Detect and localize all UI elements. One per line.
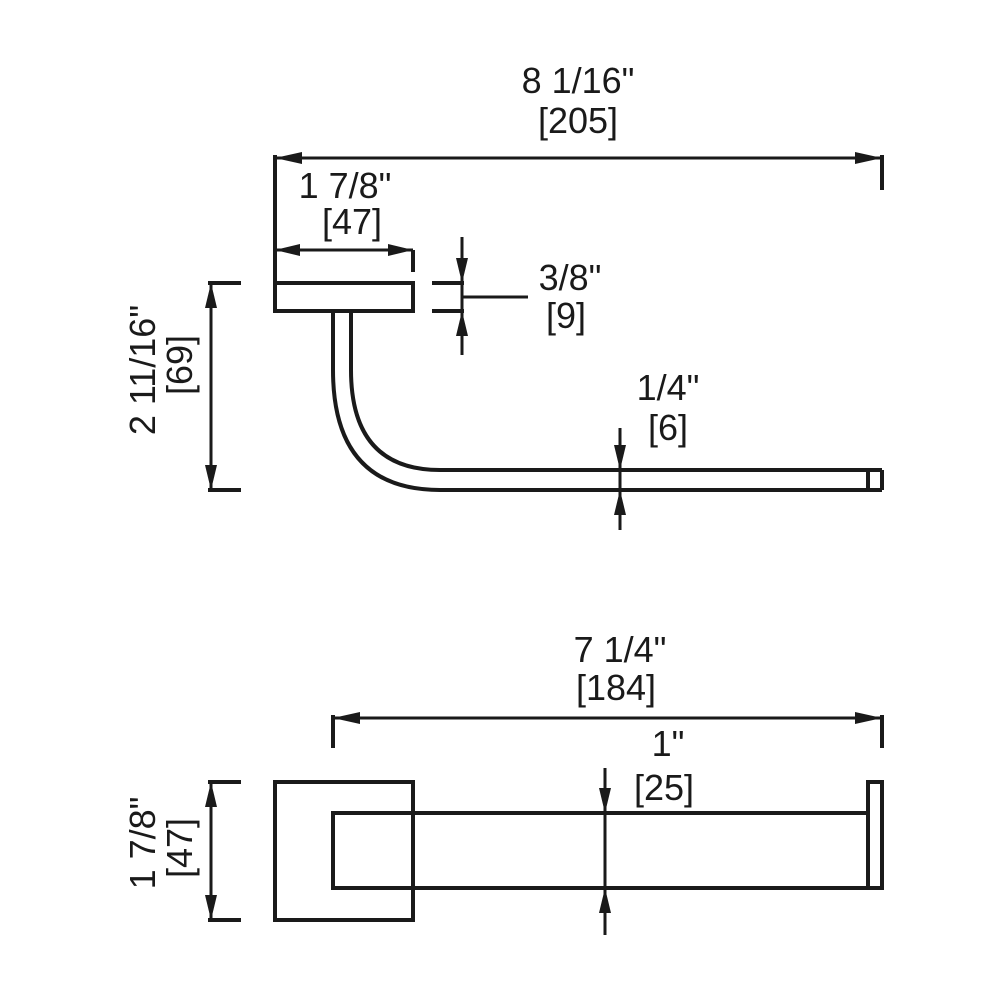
plate-thickness-metric: [9]	[546, 295, 586, 336]
plate-length-imperial: 1 7/8"	[299, 165, 392, 206]
arm-width-arrow-top	[599, 788, 611, 813]
plate-thickness-arrow-bottom	[456, 311, 468, 336]
bar-thickness-arrow-top	[614, 445, 626, 470]
overall-length-metric: [205]	[538, 100, 618, 141]
bar-thickness-metric: [6]	[648, 407, 688, 448]
arm-length-arrow-right	[855, 712, 882, 724]
overall-height-metric: [69]	[159, 335, 200, 395]
overall-length-arrow-right	[855, 152, 882, 164]
side-bar-outer	[331, 311, 882, 492]
plate-length-metric: [47]	[322, 201, 382, 242]
bar-thickness-arrow-bottom	[614, 490, 626, 515]
arm-width-imperial: 1"	[652, 723, 685, 764]
plate-width-metric: [47]	[159, 818, 200, 878]
side-bar-end	[866, 470, 884, 490]
arm-width-metric: [25]	[634, 767, 694, 808]
plate-thickness-arrow-top	[456, 258, 468, 283]
side-view: 8 1/16" [205] 1 7/8" [47] 3/8" [9] 2 11/…	[122, 60, 884, 530]
plate-width-arrow-bottom	[205, 895, 217, 920]
arm-length-imperial: 7 1/4"	[574, 629, 667, 670]
top-view: 7 1/4" [184] 1" [25] 1 7/8" [47]	[122, 629, 884, 935]
plate-width-imperial: 1 7/8"	[122, 797, 163, 890]
plate-length-arrow-right	[388, 244, 413, 256]
plate-thickness-imperial: 3/8"	[539, 257, 602, 298]
top-wall-plate	[273, 780, 415, 922]
bar-thickness-imperial: 1/4"	[637, 367, 700, 408]
arm-length-arrow-left	[333, 712, 360, 724]
overall-length-imperial: 8 1/16"	[522, 60, 635, 101]
top-arm-end-cap	[866, 780, 884, 890]
side-wall-plate	[273, 281, 415, 313]
arm-length-metric: [184]	[576, 667, 656, 708]
top-arm-inner-left	[331, 811, 413, 890]
overall-length-arrow-left	[275, 152, 302, 164]
overall-height-imperial: 2 11/16"	[122, 305, 163, 435]
arm-width-arrow-bottom	[599, 888, 611, 913]
plate-width-arrow-top	[205, 782, 217, 807]
overall-height-arrow-top	[205, 283, 217, 308]
overall-height-arrow-bottom	[205, 465, 217, 490]
side-bar-inner	[349, 311, 882, 472]
plate-length-arrow-left	[275, 244, 300, 256]
